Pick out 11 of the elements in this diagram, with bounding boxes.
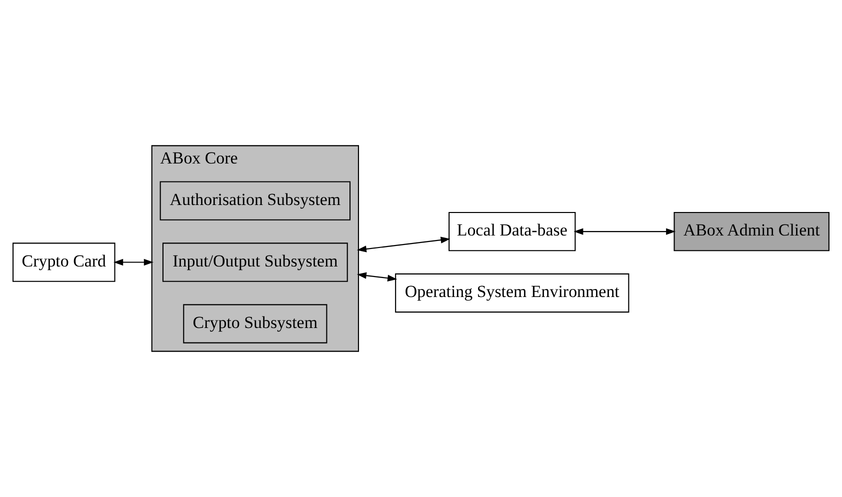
node-box: ABox Admin Client	[674, 212, 830, 252]
arrow	[356, 236, 450, 252]
node-box: Authorisation Subsystem	[160, 181, 351, 220]
node-box: Operating System Environment	[395, 273, 630, 313]
node-box: Crypto Subsystem	[183, 304, 328, 344]
node-box: Crypto Card	[12, 242, 116, 282]
node-box: Input/Output Subsystem	[162, 242, 348, 282]
arrow	[114, 258, 154, 266]
arrow	[356, 272, 398, 282]
node-box: Local Data-base	[448, 212, 576, 252]
arrow	[574, 228, 676, 235]
